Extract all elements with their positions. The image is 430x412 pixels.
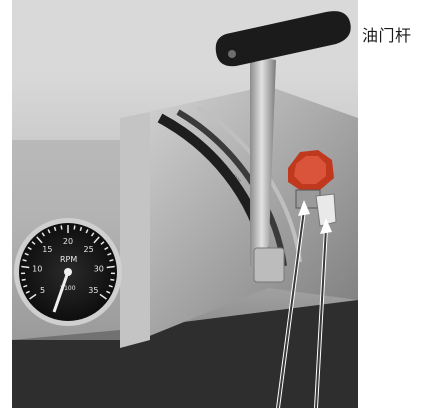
gauge-unit: RPM	[60, 255, 77, 264]
gauge-tick-label: 25	[84, 245, 94, 254]
control-box-edge	[120, 112, 150, 348]
lever-base	[254, 248, 284, 282]
gauge-minor-tick	[61, 225, 62, 229]
gauge-tick-label: 30	[94, 264, 104, 273]
gauge-tick-label: 5	[40, 286, 45, 295]
gauge-major-tick	[21, 267, 29, 268]
gauge-tick-label: 35	[88, 286, 98, 295]
gauge-tick-label: 20	[63, 237, 73, 246]
gauge-minor-tick	[110, 260, 114, 261]
gauge-subunit: X100	[60, 285, 76, 292]
gauge-tick-label: 15	[42, 245, 52, 254]
gauge-minor-tick	[74, 225, 75, 229]
gauge-minor-tick	[22, 279, 26, 280]
gauge-hub	[64, 268, 72, 276]
throttle-lever-label: 油门杆	[362, 22, 412, 46]
tachometer-gauge: RPM X100 5 10 15 20 25 30 35	[14, 218, 122, 326]
gauge-tick-label: 10	[32, 264, 42, 273]
gauge-minor-tick	[110, 279, 114, 280]
gauge-major-tick	[107, 267, 115, 268]
gauge-minor-tick	[23, 260, 27, 261]
